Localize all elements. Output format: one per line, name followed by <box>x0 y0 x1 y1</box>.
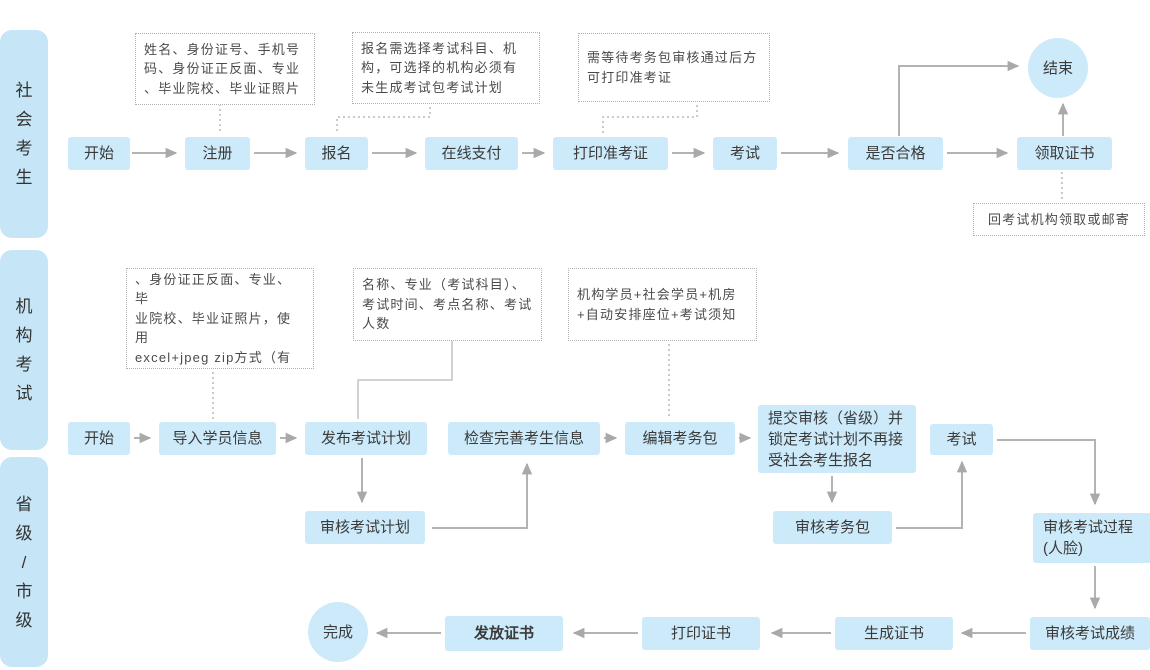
node-online-payment: 在线支付 <box>425 137 518 170</box>
lane-provincial-municipal: 省 级 / 市 级 <box>0 457 48 667</box>
node-exam-social: 考试 <box>713 137 777 170</box>
node-receive-certificate: 领取证书 <box>1017 137 1112 170</box>
note-register-fields: 姓名、身份证号、手机号 码、身份证正反面、专业 、毕业院校、毕业证照片 <box>135 33 315 105</box>
node-exam-institution: 考试 <box>930 424 993 455</box>
node-submit-review-lock: 提交审核（省级）并 锁定考试计划不再接 受社会考生报名 <box>758 405 916 473</box>
note-package-fields: 机构学员+社会学员+机房 +自动安排座位+考试须知 <box>568 268 757 341</box>
node-issue-certificate: 发放证书 <box>445 616 563 651</box>
lane-social-candidates: 社 会 考 生 <box>0 30 48 238</box>
node-start-institution: 开始 <box>68 422 130 455</box>
node-register: 注册 <box>185 137 250 170</box>
node-pass-check: 是否合格 <box>848 137 943 170</box>
node-end: 结束 <box>1028 38 1088 98</box>
node-review-exam-scores: 审核考试成绩 <box>1030 617 1150 650</box>
node-generate-certificate: 生成证书 <box>835 617 953 650</box>
node-start-social: 开始 <box>68 137 130 170</box>
note-ticket-rule: 需等待考务包审核通过后方 可打印准考证 <box>578 33 770 102</box>
node-signup: 报名 <box>305 137 368 170</box>
node-done: 完成 <box>308 602 368 662</box>
lane-institution-exam: 机 构 考 试 <box>0 250 48 450</box>
node-edit-exam-package: 编辑考务包 <box>625 422 735 455</box>
node-review-exam-plan: 审核考试计划 <box>305 511 425 544</box>
node-print-admission-ticket: 打印准考证 <box>553 137 668 170</box>
node-check-candidate-info: 检查完善考生信息 <box>448 422 600 455</box>
note-cert-delivery: 回考试机构领取或邮寄 <box>973 203 1145 236</box>
note-signup-rule: 报名需选择考试科目、机 构，可选择的机构必须有 未生成考试包考试计划 <box>352 32 540 104</box>
note-plan-fields: 名称、专业（考试科目）、 考试时间、考点名称、考试 人数 <box>353 268 542 341</box>
node-review-exam-process-face: 审核考试过程 (人脸) <box>1033 513 1150 563</box>
node-import-students: 导入学员信息 <box>159 422 276 455</box>
node-print-certificate: 打印证书 <box>642 617 760 650</box>
node-review-exam-package: 审核考务包 <box>773 511 892 544</box>
node-publish-exam-plan: 发布考试计划 <box>305 422 427 455</box>
